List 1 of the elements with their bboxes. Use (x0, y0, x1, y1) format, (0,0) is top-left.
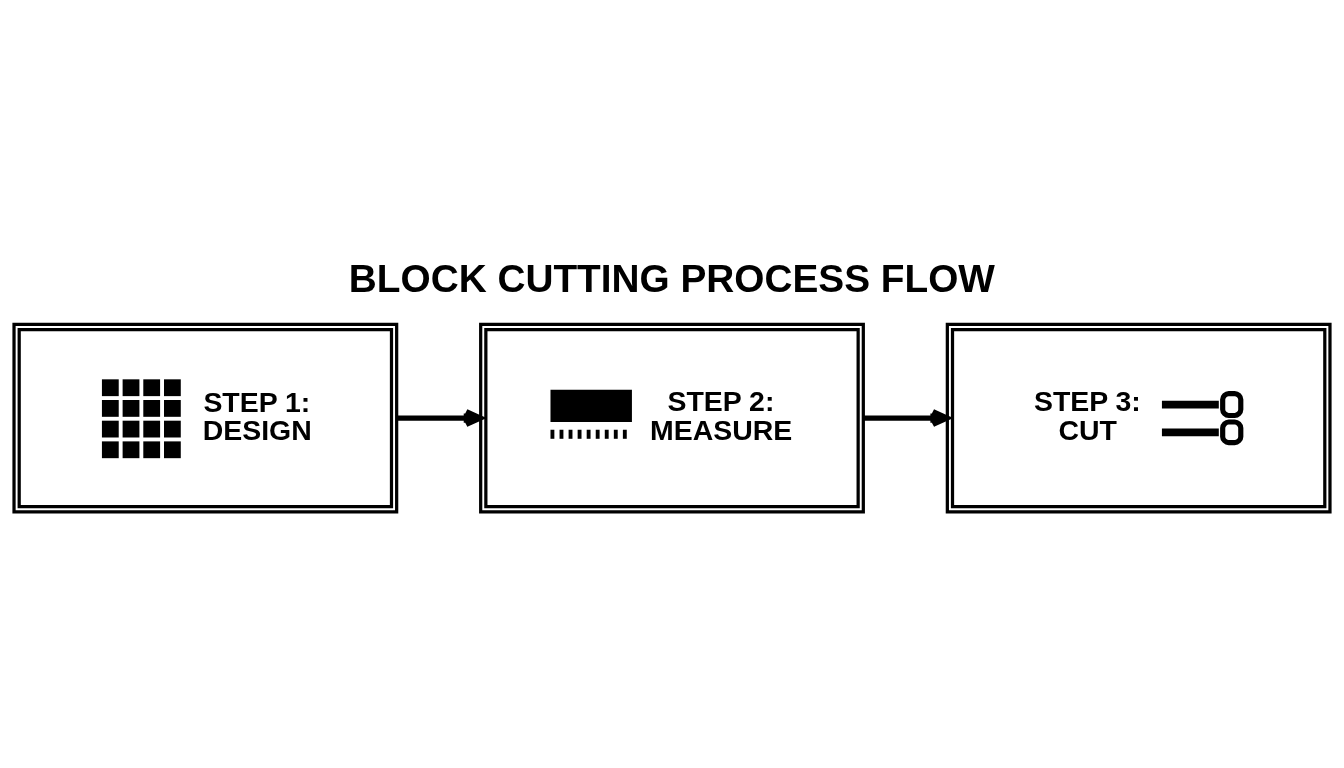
diagram-title: BLOCK CUTTING PROCESS FLOW (348, 256, 995, 300)
